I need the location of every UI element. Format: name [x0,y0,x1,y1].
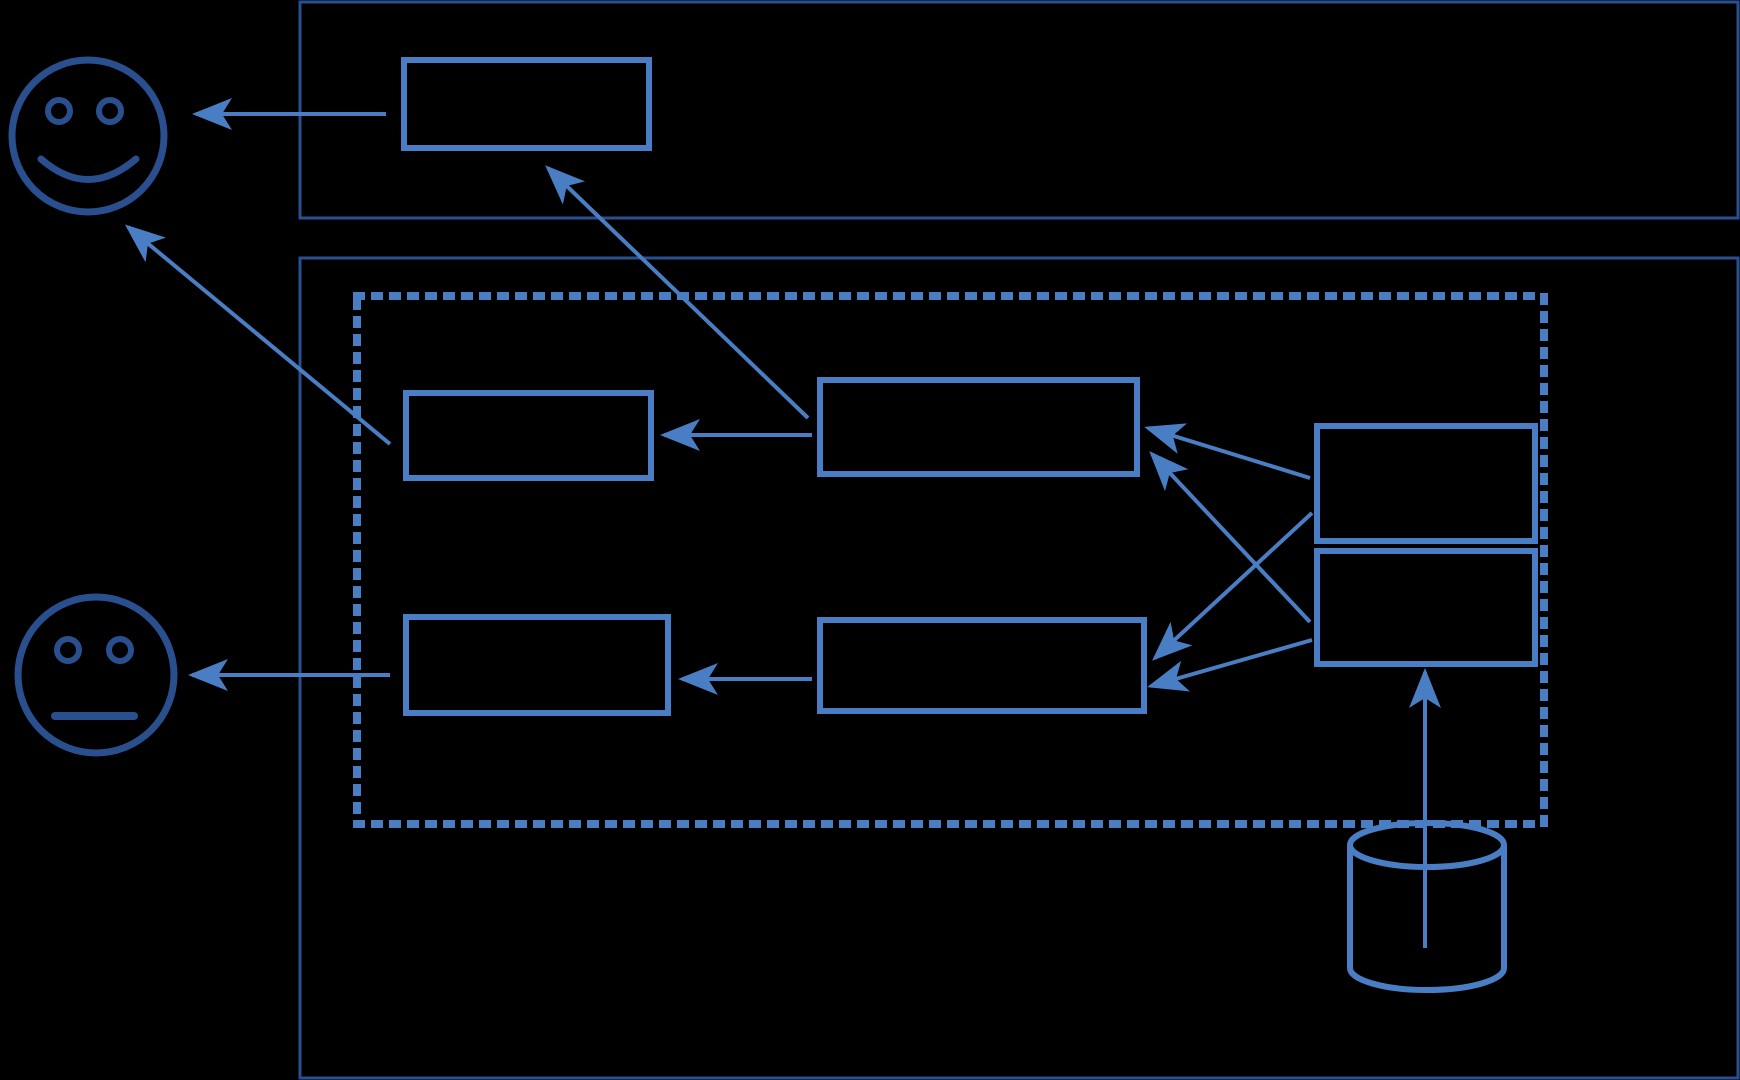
bottom-left-box[interactable] [403,614,671,716]
arrow-right-lower-box-to-bottom-center-box[interactable] [1147,638,1313,692]
arrow-mid-center-box-to-top-box[interactable] [545,165,810,420]
right-lower-box[interactable] [1314,548,1538,667]
bottom-center-box[interactable] [817,617,1147,714]
smiley-face-icon[interactable] [8,56,168,216]
right-upper-box[interactable] [1314,423,1538,544]
mid-center-box[interactable] [817,377,1140,477]
arrow-right-lower-box-to-mid-center-box[interactable] [1149,451,1312,624]
arrow-right-upper-box-to-mid-center-box[interactable] [1144,423,1311,480]
top-container[interactable] [298,0,1740,220]
main-container[interactable] [298,256,1740,1080]
top-box[interactable] [401,57,652,151]
dotted-boundary[interactable] [353,292,1548,828]
connector-group [124,98,1441,948]
arrow-right-upper-box-to-bottom-center-box[interactable] [1152,511,1314,661]
box-group [401,57,1538,716]
container-group [298,0,1740,1080]
mid-left-box[interactable] [403,390,654,481]
arrow-mid-left-box-to-happy-user[interactable] [124,224,392,446]
neutral-face-icon[interactable] [14,593,178,757]
